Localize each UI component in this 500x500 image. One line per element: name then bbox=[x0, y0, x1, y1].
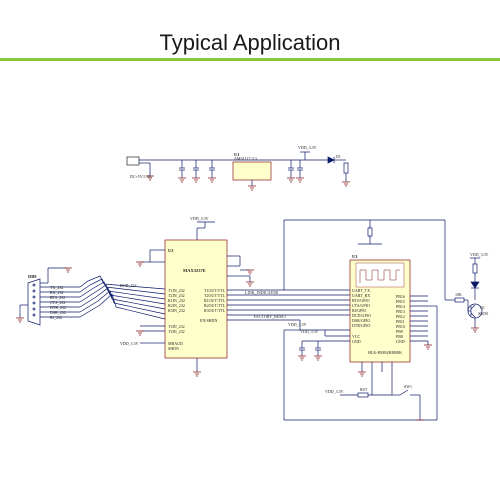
led-ref: D1 bbox=[336, 154, 341, 159]
u3-pin-r6: PB10 bbox=[396, 324, 405, 329]
db9-signal-wires bbox=[40, 275, 166, 320]
u3-pin-r2: PB14 bbox=[396, 304, 405, 309]
u2-pin-l6: T4IN_232 bbox=[168, 329, 185, 334]
db9-sig-4: DTR_232 bbox=[50, 305, 66, 310]
q-ref: Q1 bbox=[480, 305, 485, 310]
u2-section bbox=[140, 221, 250, 372]
u2-pin-l4: R3IN_232 bbox=[168, 308, 185, 313]
u3-pin-r0: PB16 bbox=[396, 294, 405, 299]
db9-sig-2: RTS_232 bbox=[50, 295, 65, 300]
u2-pin-r3: R2OUT/TTL bbox=[204, 303, 226, 308]
vdd-label: VDD_3.3V bbox=[298, 145, 317, 150]
u2-pin-l3: R2IN_232 bbox=[168, 303, 185, 308]
schematic-labels: DC+5V/1.0A U1 AMS1117-3.3 VDD_3.3V U2 MA… bbox=[28, 145, 489, 394]
u2-pin-r2: R1OUT/TTL bbox=[204, 298, 226, 303]
db9-sig-1: RX_232 bbox=[50, 290, 64, 295]
u3-pin-r7: PB9 bbox=[396, 329, 403, 334]
u3-pin-l0: UART_TX bbox=[352, 288, 370, 293]
top-bus bbox=[283, 219, 446, 300]
db9-ref: DB9 bbox=[28, 274, 37, 279]
power-supply-section bbox=[126, 151, 349, 186]
db9-sig-0: TX_232 bbox=[50, 285, 63, 290]
u2-pin-r1: T2OUT/TTL bbox=[204, 293, 226, 298]
u3-pin-r4: PB12 bbox=[396, 314, 405, 319]
u1-ref: U1 bbox=[234, 152, 240, 157]
u3-pin-l5: DCD/GPIO bbox=[352, 313, 371, 318]
u3-pin-r8: PB8 bbox=[396, 334, 403, 339]
vdd-u3-label-2: VDD_3.3V bbox=[300, 329, 319, 334]
u2-to-u3-wires bbox=[227, 289, 350, 331]
u3-pin-l6: DSR/GPIO bbox=[352, 318, 370, 323]
vdd-u2-label: VDD_3.3V bbox=[190, 216, 209, 221]
u3-grounds bbox=[298, 344, 432, 377]
u2-pin-b1: SHDN bbox=[168, 346, 179, 351]
u3-pin-r1: PB15 bbox=[396, 299, 405, 304]
db9-sig-3: CTS_232 bbox=[50, 300, 65, 305]
u2-pin-l2: R1IN_232 bbox=[168, 298, 185, 303]
link-led-section bbox=[445, 257, 483, 328]
u3-pin-l2: RTS/GPIO bbox=[352, 298, 370, 303]
q-part: S8050 bbox=[478, 311, 488, 316]
power-grounds bbox=[146, 175, 350, 191]
db9-grounds bbox=[16, 267, 72, 323]
u3-section bbox=[299, 259, 428, 372]
u2-pin-r4: R3OUT/TTL bbox=[204, 308, 226, 313]
u3-pin-l3: CTS/GPIO bbox=[352, 303, 370, 308]
reset-switch-section bbox=[283, 305, 438, 421]
u3-pin-l4: RI/GPIO bbox=[352, 308, 367, 313]
sw-ref: SW1 bbox=[404, 384, 412, 389]
u2-pin-l0: T1IN_232 bbox=[168, 288, 185, 293]
vdd-u3-label: VDD_3.3V bbox=[288, 322, 307, 327]
u2-ref: U2 bbox=[168, 248, 174, 253]
u2-pin-b0: MBAUD bbox=[168, 341, 183, 346]
db9-sig-5: DSR_232 bbox=[50, 310, 66, 315]
u1-part: AMS1117-3.3 bbox=[234, 156, 257, 161]
db9-sig-7: DCD_232 bbox=[120, 283, 136, 288]
u3-part: HLK-RM04/RM08K bbox=[368, 350, 402, 355]
u3-pin-r3: PB13 bbox=[396, 309, 405, 314]
u3-pin-r9: GND bbox=[396, 339, 405, 344]
reset-ref: RST bbox=[360, 387, 368, 392]
u2-part: MAX3237E bbox=[183, 268, 206, 273]
u2-pin-l5: T3IN_232 bbox=[168, 324, 185, 329]
dc-input-label: DC+5V/1.0A bbox=[130, 174, 152, 179]
db9-sig-6: RI_232 bbox=[50, 315, 62, 320]
vdd-u2-bottom-label: VDD_3.3V bbox=[120, 341, 139, 346]
vdd-sw-label: VDD_3.3V bbox=[325, 389, 344, 394]
u3-pin-l9: GND bbox=[352, 339, 361, 344]
u2-pin-r5: EN/SHDN bbox=[200, 318, 217, 323]
u3-pin-l8: VCC bbox=[352, 334, 361, 339]
u3-pin-r5: PB11 bbox=[396, 319, 405, 324]
u2-pin-l1: T2IN_232 bbox=[168, 293, 185, 298]
u2-pin-r0: T1OUT/TTL bbox=[204, 288, 226, 293]
page-title: Typical Application bbox=[159, 30, 341, 55]
u3-pin-l1: UART_RX bbox=[352, 293, 370, 298]
r-value: 10K bbox=[455, 292, 462, 297]
vdd-led-label: VDD_3.3V bbox=[470, 252, 489, 257]
u3-pin-l7: DTR/GPIO bbox=[352, 323, 371, 328]
link-indicator-net: LINK_INDICATOR bbox=[245, 290, 278, 295]
title-underline bbox=[0, 58, 500, 61]
factory-reset-net: FACTORY_RESET bbox=[254, 314, 287, 319]
u3-ref: U3 bbox=[352, 254, 358, 259]
